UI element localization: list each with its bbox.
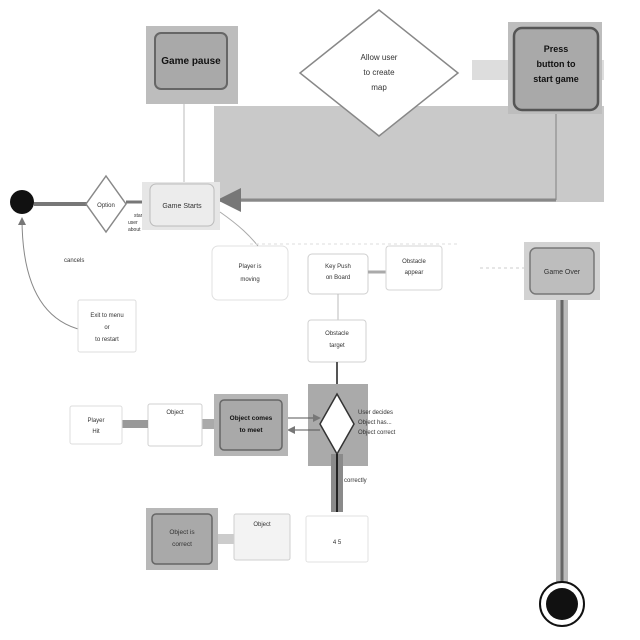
exit-menu-label-1: Exit to menu [90,313,123,319]
side-label-3: Object correct [358,430,396,436]
object-2-node[interactable] [233,513,291,561]
side-label-1: User decides [358,410,393,416]
allow-user-label-2: to create [363,68,395,77]
press-button-label-1: Press [544,44,569,54]
exit-menu-node[interactable] [77,299,137,353]
object-target-node[interactable] [307,319,367,363]
player-moving-label-2: moving [240,277,259,283]
obstacle-appear-node[interactable] [385,245,443,291]
start-user-label-1: start [134,213,144,219]
key-push-label-2: on Board [326,275,350,281]
key-push-node[interactable] [307,253,369,295]
object-target-label-2: target [329,343,345,349]
object-2-label: Object [253,522,271,528]
press-button-label-3: start game [533,74,579,84]
object-label: Object [166,410,184,416]
player-moving-node[interactable] [211,245,289,301]
player-hit-label-1: Player [87,418,104,424]
exit-menu-label-3: to restart [95,337,119,343]
allow-user-decision[interactable] [298,9,460,137]
player-moving-label-1: Player is [238,264,261,270]
allow-user-label-1: Allow user [361,53,398,62]
game-over-node[interactable] [529,247,595,295]
background-band [214,106,604,202]
side-label-2: Object has... [358,420,392,426]
press-button-node[interactable] [512,26,600,112]
start-node [10,190,34,214]
edge-game-to-moving [219,211,259,247]
object-comes-label-2: to meet [239,427,263,434]
edge-cancels [18,217,83,331]
game-pause-node[interactable] [154,32,228,90]
correctly-label: correctly [344,478,367,484]
game-starts-label: Game Starts [162,203,202,210]
start-user-label-2: user [128,220,138,226]
option-label: Option [97,203,115,209]
start-user-label-3: about [128,227,141,233]
object-correct-node[interactable] [151,513,213,565]
object-correct-label-1: Object is [169,529,195,536]
object-comes-label-1: Object comes [230,415,273,422]
game-starts-node[interactable] [149,183,215,227]
allow-user-label-3: map [371,83,387,92]
obstacle-appear-label-2: appear [405,270,424,276]
key-push-label-1: Key Push [325,264,351,270]
end-node [546,588,578,620]
small-box-node[interactable] [305,515,369,563]
game-pause-label: Game pause [161,56,221,67]
exit-menu-label-2: or [104,325,109,331]
option-decision[interactable] [85,174,127,234]
object-target-label-1: Obstacle [325,331,349,337]
player-hit-node[interactable] [69,405,123,445]
game-over-label: Game Over [544,269,581,276]
object-comes-node[interactable] [219,399,283,451]
cancels-label: cancels [64,258,84,264]
press-button-label-2: button to [537,59,576,69]
player-hit-label-2: Hit [92,429,100,435]
obstacle-appear-label-1: Obstacle [402,259,426,265]
small-box-label: 4 5 [333,540,342,546]
object-correct-label-2: correct [172,541,192,548]
